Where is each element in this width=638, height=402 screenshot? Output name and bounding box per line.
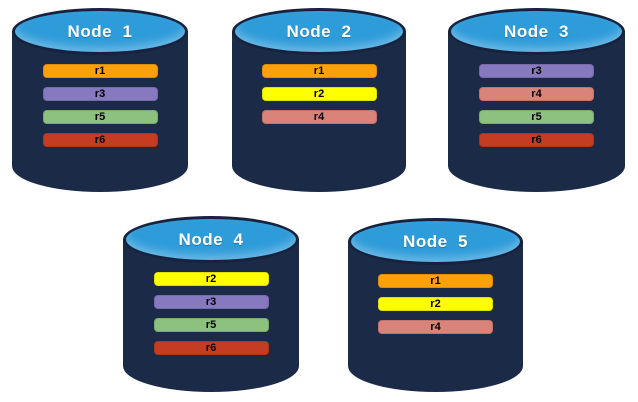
replica-bar: r4: [261, 110, 377, 124]
replica-bar: r5: [479, 110, 594, 124]
cylinder-top: Node 1: [12, 8, 188, 55]
replica-bar: r4: [378, 320, 493, 334]
node-label: Node 4: [178, 229, 244, 249]
replica-bar: r6: [42, 133, 158, 147]
replica-bar: r4: [479, 87, 594, 101]
replica-bar: r2: [378, 297, 493, 311]
replica-bar: r5: [153, 318, 269, 332]
replica-bar: r1: [42, 64, 158, 78]
node-cylinder-5: Node 5 r1 r2 r4: [348, 218, 523, 392]
replica-bar: r6: [153, 341, 269, 355]
replica-bar: r5: [42, 110, 158, 124]
replica-bar: r1: [378, 274, 493, 288]
cylinder-top: Node 2: [232, 8, 406, 55]
node-cylinder-1: Node 1 r1 r3 r5 r6: [12, 8, 188, 192]
replica-bar: r3: [479, 64, 594, 78]
replica-list: r1 r3 r5 r6: [12, 64, 188, 147]
replica-list: r1 r2 r4: [232, 64, 406, 124]
node-cylinder-4: Node 4 r2 r3 r5 r6: [123, 216, 299, 392]
replica-list: r1 r2 r4: [348, 274, 523, 334]
node-label: Node 5: [403, 231, 468, 251]
replica-bar: r2: [261, 87, 377, 101]
replica-list: r2 r3 r5 r6: [123, 272, 299, 355]
node-cylinder-3: Node 3 r3 r4 r5 r6: [448, 8, 625, 192]
replica-bar: r3: [42, 87, 158, 101]
cylinder-body: [348, 241, 523, 392]
cylinder-body: [123, 239, 299, 392]
replica-bar: r1: [261, 64, 377, 78]
replica-bar: r3: [153, 295, 269, 309]
node-label: Node 2: [286, 21, 352, 41]
node-label: Node 3: [504, 21, 569, 41]
replica-list: r3 r4 r5 r6: [448, 64, 625, 147]
replica-bar: r2: [153, 272, 269, 286]
node-cylinder-2: Node 2 r1 r2 r4: [232, 8, 406, 192]
cylinder-top: Node 5: [348, 218, 523, 265]
cylinder-top: Node 4: [123, 216, 299, 263]
replica-bar: r6: [479, 133, 594, 147]
cylinder-top: Node 3: [448, 8, 625, 55]
node-label: Node 1: [67, 21, 133, 41]
